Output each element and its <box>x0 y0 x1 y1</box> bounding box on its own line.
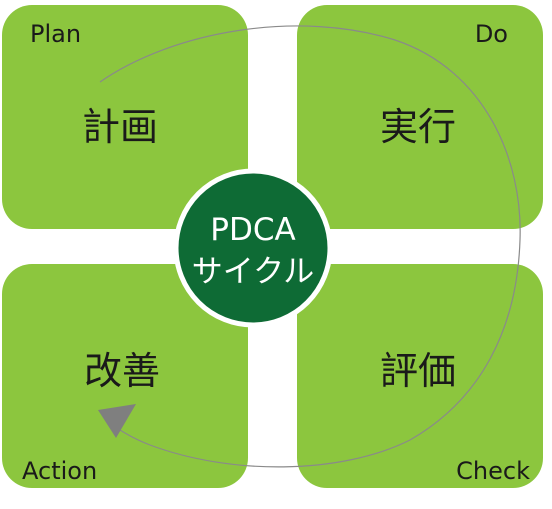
center-title: PDCA <box>210 212 295 248</box>
plan-label: Plan <box>30 20 81 48</box>
cycle-arrow-head <box>98 404 136 438</box>
quadrant-do <box>297 5 543 229</box>
check-title: 評価 <box>380 349 456 393</box>
cycle-line <box>99 25 521 468</box>
do-title: 実行 <box>380 105 456 149</box>
plan-title: 計画 <box>82 105 158 149</box>
check-label: Check <box>456 457 530 485</box>
action-label: Action <box>22 457 97 485</box>
quadrant-check <box>297 264 543 488</box>
do-label: Do <box>475 20 508 48</box>
quadrant-plan <box>2 5 248 229</box>
center-circle <box>173 168 333 328</box>
quadrant-action <box>2 264 248 488</box>
action-title: 改善 <box>84 349 160 393</box>
center-subtitle: サイクル <box>192 254 314 290</box>
